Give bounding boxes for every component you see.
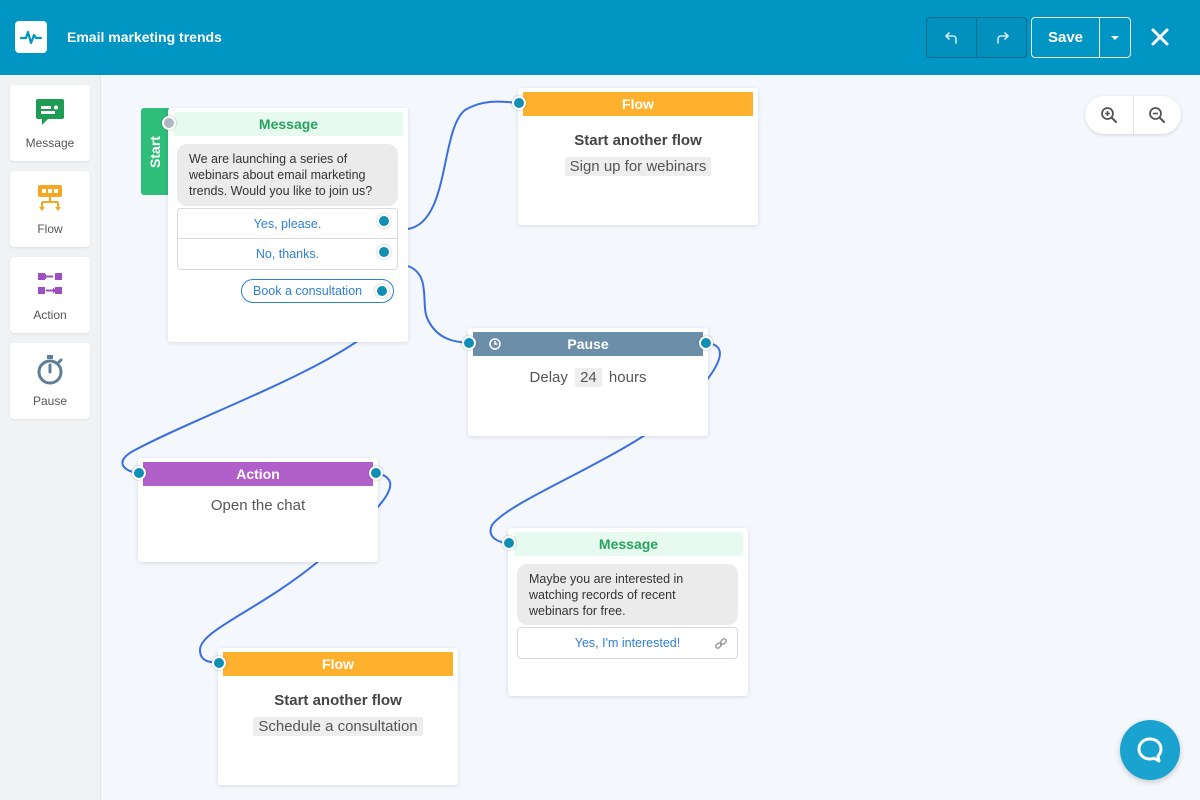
message-icon: [34, 95, 66, 129]
pulse-icon: [20, 30, 42, 45]
zoom-controls: [1085, 96, 1181, 134]
undo-button[interactable]: [927, 18, 976, 57]
close-button[interactable]: [1145, 22, 1175, 52]
undo-icon: [944, 31, 957, 44]
top-bar: Email marketing trends Save: [0, 0, 1200, 75]
message-banner: Message: [514, 532, 743, 556]
flow-icon: [34, 181, 66, 215]
zoom-out-button[interactable]: [1132, 96, 1182, 134]
zoom-in-icon: [1100, 107, 1117, 123]
palette-label: Message: [25, 136, 75, 150]
message-text: Maybe you are interested in watching rec…: [517, 564, 738, 625]
palette-item-flow[interactable]: Flow: [10, 171, 90, 247]
action-banner: Action: [143, 462, 373, 486]
chat-bubble-icon: [1137, 737, 1163, 763]
output-port[interactable]: [369, 466, 383, 480]
quick-reply-label: Yes, I'm interested!: [574, 636, 681, 650]
action-text: Open the chat: [210, 497, 306, 514]
delay-unit: hours: [608, 369, 647, 386]
output-port-no[interactable]: [377, 245, 391, 259]
flow-title: Email marketing trends: [67, 29, 222, 45]
action-node[interactable]: Action Open the chat: [138, 458, 378, 562]
delay-setting: Delay 24 hours: [468, 368, 708, 387]
zoom-out-icon: [1149, 107, 1166, 123]
input-port[interactable]: [162, 116, 176, 130]
flow-target: Schedule a consultation: [253, 717, 423, 736]
node-palette: Message Flow: [0, 75, 101, 800]
output-port-book[interactable]: [375, 284, 389, 298]
close-icon: [1151, 28, 1169, 46]
palette-label: Pause: [32, 394, 68, 408]
palette-item-action[interactable]: Action: [10, 257, 90, 333]
caret-down-icon: [1111, 35, 1119, 40]
message-node-2[interactable]: Message Maybe you are interested in watc…: [508, 528, 748, 696]
flow-node-1[interactable]: Flow Start another flow Sign up for webi…: [518, 88, 758, 225]
pause-banner: Pause: [473, 332, 703, 356]
message-banner: Message: [174, 112, 403, 136]
palette-label: Action: [33, 308, 67, 322]
redo-button[interactable]: [976, 18, 1026, 57]
output-port-yes[interactable]: [377, 214, 391, 228]
palette-label: Flow: [37, 222, 63, 236]
book-consultation-button[interactable]: Book a consultation: [241, 279, 394, 303]
delay-prefix: Delay: [529, 369, 568, 386]
quick-reply-interested[interactable]: Yes, I'm interested!: [517, 627, 738, 659]
output-port[interactable]: [699, 336, 713, 350]
palette-item-pause[interactable]: Pause: [10, 343, 90, 419]
clock-icon: [489, 338, 501, 350]
palette-item-message[interactable]: Message: [10, 85, 90, 161]
quick-reply-no[interactable]: No, thanks.: [177, 239, 398, 270]
message-text: We are launching a series of webinars ab…: [177, 144, 398, 206]
action-icon: [34, 267, 66, 301]
start-label: Start: [147, 135, 163, 168]
pause-node[interactable]: Pause Delay 24 hours: [468, 328, 708, 436]
flow-title: Start another flow: [274, 692, 402, 709]
delay-value[interactable]: 24: [575, 368, 602, 387]
redo-icon: [996, 31, 1009, 44]
link-icon: [715, 638, 727, 649]
save-button[interactable]: Save: [1032, 18, 1100, 57]
app-logo[interactable]: [15, 21, 47, 53]
message-node-1[interactable]: Message We are launching a series of web…: [168, 108, 408, 342]
flow-title: Start another flow: [574, 132, 702, 149]
chat-widget-button[interactable]: [1120, 720, 1180, 780]
input-port[interactable]: [462, 336, 476, 350]
history-controls: [926, 17, 1027, 58]
input-port[interactable]: [502, 536, 516, 550]
flow-banner: Flow: [523, 92, 753, 116]
save-control: Save: [1031, 17, 1131, 58]
input-port[interactable]: [512, 96, 526, 110]
flow-node-2[interactable]: Flow Start another flow Schedule a consu…: [218, 648, 458, 785]
input-port[interactable]: [212, 656, 226, 670]
flow-banner: Flow: [223, 652, 453, 676]
save-options-button[interactable]: [1100, 18, 1130, 57]
quick-reply-yes[interactable]: Yes, please.: [177, 208, 398, 239]
stopwatch-icon: [34, 353, 66, 387]
flow-target: Sign up for webinars: [564, 157, 712, 176]
zoom-in-button[interactable]: [1085, 96, 1133, 134]
pause-banner-label: Pause: [567, 336, 609, 352]
input-port[interactable]: [132, 466, 146, 480]
